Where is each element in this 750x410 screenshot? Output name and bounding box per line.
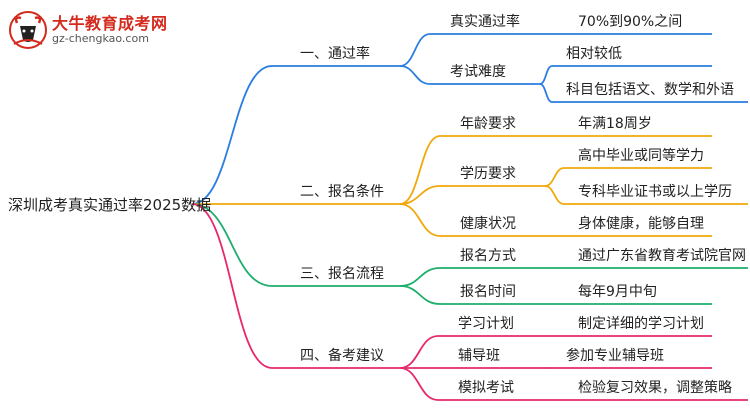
leaf-connector bbox=[539, 83, 553, 103]
topic-connector bbox=[399, 203, 441, 237]
leaf-label: 70%到90%之间 bbox=[578, 14, 683, 30]
topic-connector bbox=[399, 335, 439, 369]
leaf-label: 高中毕业或同等学力 bbox=[578, 148, 704, 164]
bull-logo-icon bbox=[9, 11, 47, 49]
leaf-label: 年满18周岁 bbox=[578, 116, 652, 132]
topic-label: 模拟考试 bbox=[458, 380, 514, 396]
leaf-label: 身体健康，能够自理 bbox=[578, 216, 704, 232]
branch-connector bbox=[191, 203, 273, 287]
site-url: gz-chengkao.com bbox=[52, 32, 149, 45]
branch-label: 二、报名条件 bbox=[300, 184, 384, 200]
leaf-label: 每年9月中旬 bbox=[578, 284, 657, 300]
root-topic: 深圳成考真实通过率2025数据 bbox=[8, 196, 212, 214]
leaf-connector bbox=[544, 185, 565, 205]
leaf-label: 制定详细的学习计划 bbox=[578, 316, 704, 332]
topic-label: 报名时间 bbox=[460, 284, 516, 300]
topic-label: 辅导班 bbox=[458, 348, 500, 364]
topic-connector bbox=[399, 367, 439, 401]
leaf-label: 专科毕业证书或以上学历 bbox=[578, 184, 732, 200]
topic-label: 学历要求 bbox=[460, 166, 516, 182]
leaf-label: 参加专业辅导班 bbox=[566, 348, 664, 364]
topic-connector bbox=[399, 267, 441, 287]
topic-connector bbox=[399, 185, 441, 205]
site-title: 大牛教育成考网 bbox=[52, 14, 168, 33]
leaf-label: 相对较低 bbox=[566, 46, 622, 62]
topic-label: 学习计划 bbox=[458, 316, 514, 332]
branch-label: 四、备考建议 bbox=[300, 348, 384, 364]
topic-label: 考试难度 bbox=[450, 64, 506, 80]
topic-connector bbox=[399, 285, 441, 305]
leaf-connector bbox=[539, 65, 553, 85]
topic-label: 报名方式 bbox=[460, 248, 516, 264]
leaf-label: 检验复习效果，调整策略 bbox=[578, 380, 732, 396]
topic-connector bbox=[399, 33, 431, 67]
leaf-connector bbox=[544, 167, 565, 187]
branch-label: 三、报名流程 bbox=[300, 266, 384, 282]
topic-label: 健康状况 bbox=[460, 216, 516, 232]
topic-label: 年龄要求 bbox=[460, 116, 516, 132]
site-logo: 大牛教育成考网 gz-chengkao.com bbox=[8, 8, 183, 56]
leaf-label: 通过广东省教育考试院官网 bbox=[578, 248, 746, 264]
topic-label: 真实通过率 bbox=[450, 14, 520, 30]
branch-connector bbox=[191, 65, 273, 205]
branch-connector bbox=[191, 203, 273, 369]
topic-connector bbox=[399, 135, 441, 205]
topic-connector bbox=[399, 65, 431, 85]
leaf-label: 科目包括语文、数学和外语 bbox=[566, 82, 734, 98]
branch-label: 一、通过率 bbox=[300, 46, 370, 62]
